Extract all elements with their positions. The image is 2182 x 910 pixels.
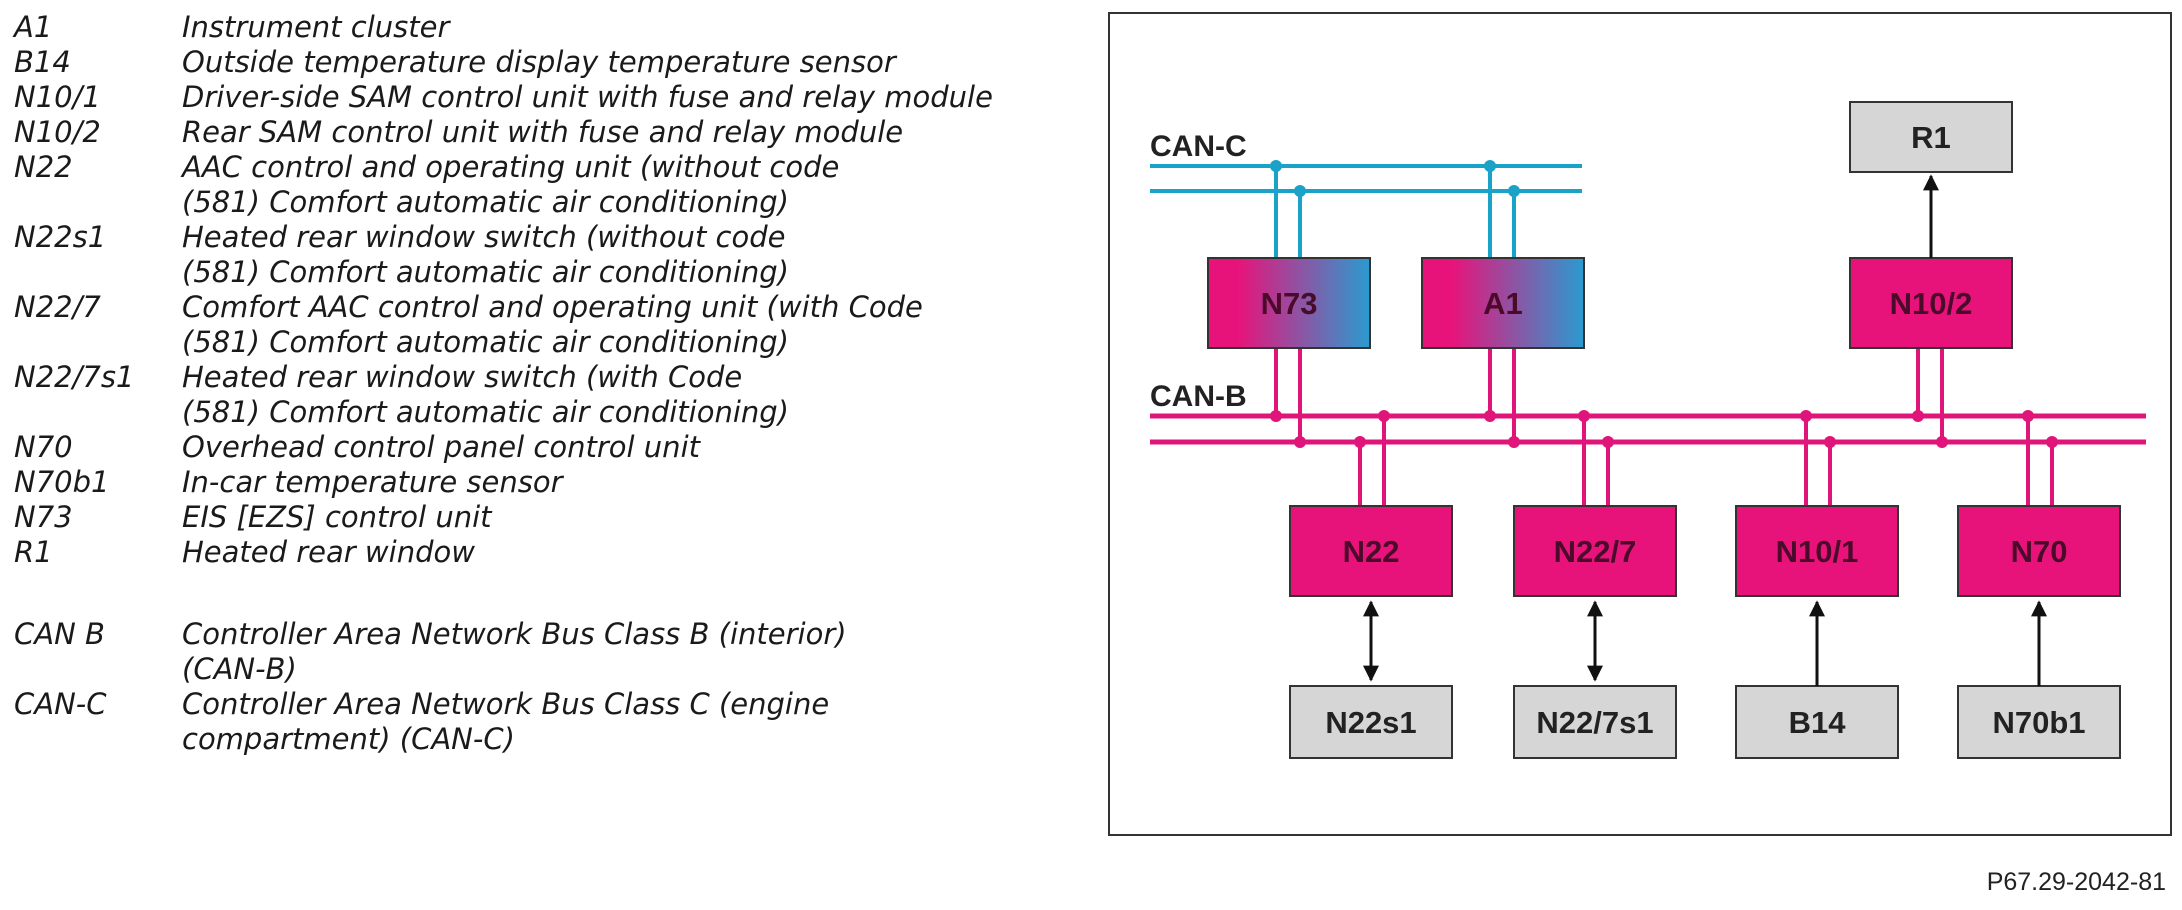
unit-n22: N22	[1289, 505, 1453, 597]
legend-description: In-car temperature sensor	[182, 465, 563, 499]
n22-7-bus-connections	[1578, 410, 1614, 506]
legend-code: N22	[14, 150, 73, 184]
figure-reference-code: P67.29-2042-81	[1986, 868, 2166, 896]
legend-item: N22s1 Heated rear window switch (without…	[14, 220, 1074, 290]
unit-n10-2: N10/2	[1849, 257, 2013, 349]
legend-description: Outside temperature display temperature …	[182, 45, 896, 79]
unit-n22-7-label: N22/7	[1554, 534, 1637, 569]
peripheral-r1-label: R1	[1911, 120, 1951, 155]
unit-n70-label: N70	[2011, 534, 2068, 569]
legend-description: Controller Area Network Bus Class B (int…	[182, 617, 847, 686]
n10-1-bus-connections	[1800, 410, 1836, 506]
legend-item: N22/7s1 Heated rear window switch (with …	[14, 360, 1074, 430]
legend-item: N73 EIS [EZS] control unit	[14, 500, 1074, 535]
n10-2-bus-connections	[1912, 348, 1948, 448]
legend-code: N22/7	[14, 290, 101, 324]
unit-n73-label: N73	[1261, 286, 1318, 321]
legend-item: N22/7 Comfort AAC control and operating …	[14, 290, 1074, 360]
legend-code: N10/2	[14, 115, 101, 149]
legend-code: N70b1	[14, 465, 110, 499]
legend-description: Heated rear window switch (without code …	[182, 220, 789, 289]
legend-item: N70 Overhead control panel control unit	[14, 430, 1074, 465]
legend-spacer	[14, 570, 1074, 617]
network-diagram: CAN-C CAN-B	[1108, 12, 2172, 836]
legend-description: Heated rear window	[182, 535, 475, 569]
peripheral-n70b1: N70b1	[1957, 685, 2121, 759]
legend-description: EIS [EZS] control unit	[182, 500, 492, 534]
legend-code: A1	[14, 10, 53, 44]
legend-code: N70	[14, 430, 73, 464]
legend-description: Rear SAM control unit with fuse and rela…	[182, 115, 904, 149]
legend-description: Driver-side SAM control unit with fuse a…	[182, 80, 993, 114]
peripheral-n22-7s1: N22/7s1	[1513, 685, 1677, 759]
legend-item: A1 Instrument cluster	[14, 10, 1074, 45]
legend-item: N70b1 In-car temperature sensor	[14, 465, 1074, 500]
legend-code: B14	[14, 45, 71, 79]
can-c-bus-label: CAN-C	[1150, 130, 1247, 163]
unit-n10-1: N10/1	[1735, 505, 1899, 597]
legend-description: Instrument cluster	[182, 10, 450, 44]
legend-description: AAC control and operating unit (without …	[182, 150, 840, 219]
legend-bus-item: CAN-C Controller Area Network Bus Class …	[14, 687, 1074, 757]
unit-n22-7: N22/7	[1513, 505, 1677, 597]
unit-n22-label: N22	[1343, 534, 1400, 569]
legend-item: N10/1 Driver-side SAM control unit with …	[14, 80, 1074, 115]
unit-n10-2-label: N10/2	[1890, 286, 1973, 321]
peripheral-n22s1: N22s1	[1289, 685, 1453, 759]
peripheral-r1: R1	[1849, 101, 2013, 173]
legend-item: N22 AAC control and operating unit (with…	[14, 150, 1074, 220]
network-diagram-canvas: CAN-C CAN-B	[1150, 101, 2146, 759]
n73-bus-connections	[1270, 160, 1306, 448]
legend-code: CAN-C	[14, 687, 107, 721]
peripheral-n22s1-label: N22s1	[1325, 705, 1416, 740]
legend-code: N22/7s1	[14, 360, 135, 394]
legend-code: N73	[14, 500, 73, 534]
peripheral-n22-7s1-label: N22/7s1	[1536, 705, 1653, 740]
unit-n73: N73	[1207, 257, 1371, 349]
legend-description: Heated rear window switch (with Code (58…	[182, 360, 789, 429]
unit-a1-label: A1	[1483, 286, 1523, 321]
unit-a1: A1	[1421, 257, 1585, 349]
a1-bus-connections	[1484, 160, 1520, 448]
legend-item: B14 Outside temperature display temperat…	[14, 45, 1074, 80]
legend-description: Overhead control panel control unit	[182, 430, 700, 464]
legend-code: CAN B	[14, 617, 105, 651]
can-b-bus-label: CAN-B	[1150, 380, 1247, 413]
legend-description: Comfort AAC control and operating unit (…	[182, 290, 923, 359]
peripheral-b14-label: B14	[1789, 705, 1847, 740]
unit-n10-1-label: N10/1	[1776, 534, 1859, 569]
n70-bus-connections	[2022, 410, 2058, 506]
n22-bus-connections	[1354, 410, 1390, 506]
legend-code: R1	[14, 535, 53, 569]
legend: A1 Instrument cluster B14 Outside temper…	[14, 10, 1074, 757]
peripheral-n70b1-label: N70b1	[1992, 705, 2085, 740]
unit-n70: N70	[1957, 505, 2121, 597]
legend-code: N10/1	[14, 80, 101, 114]
legend-bus-item: CAN B Controller Area Network Bus Class …	[14, 617, 1074, 687]
legend-description: Controller Area Network Bus Class C (eng…	[182, 687, 830, 756]
peripheral-b14: B14	[1735, 685, 1899, 759]
legend-code: N22s1	[14, 220, 107, 254]
legend-item: N10/2 Rear SAM control unit with fuse an…	[14, 115, 1074, 150]
legend-item: R1 Heated rear window	[14, 535, 1074, 570]
